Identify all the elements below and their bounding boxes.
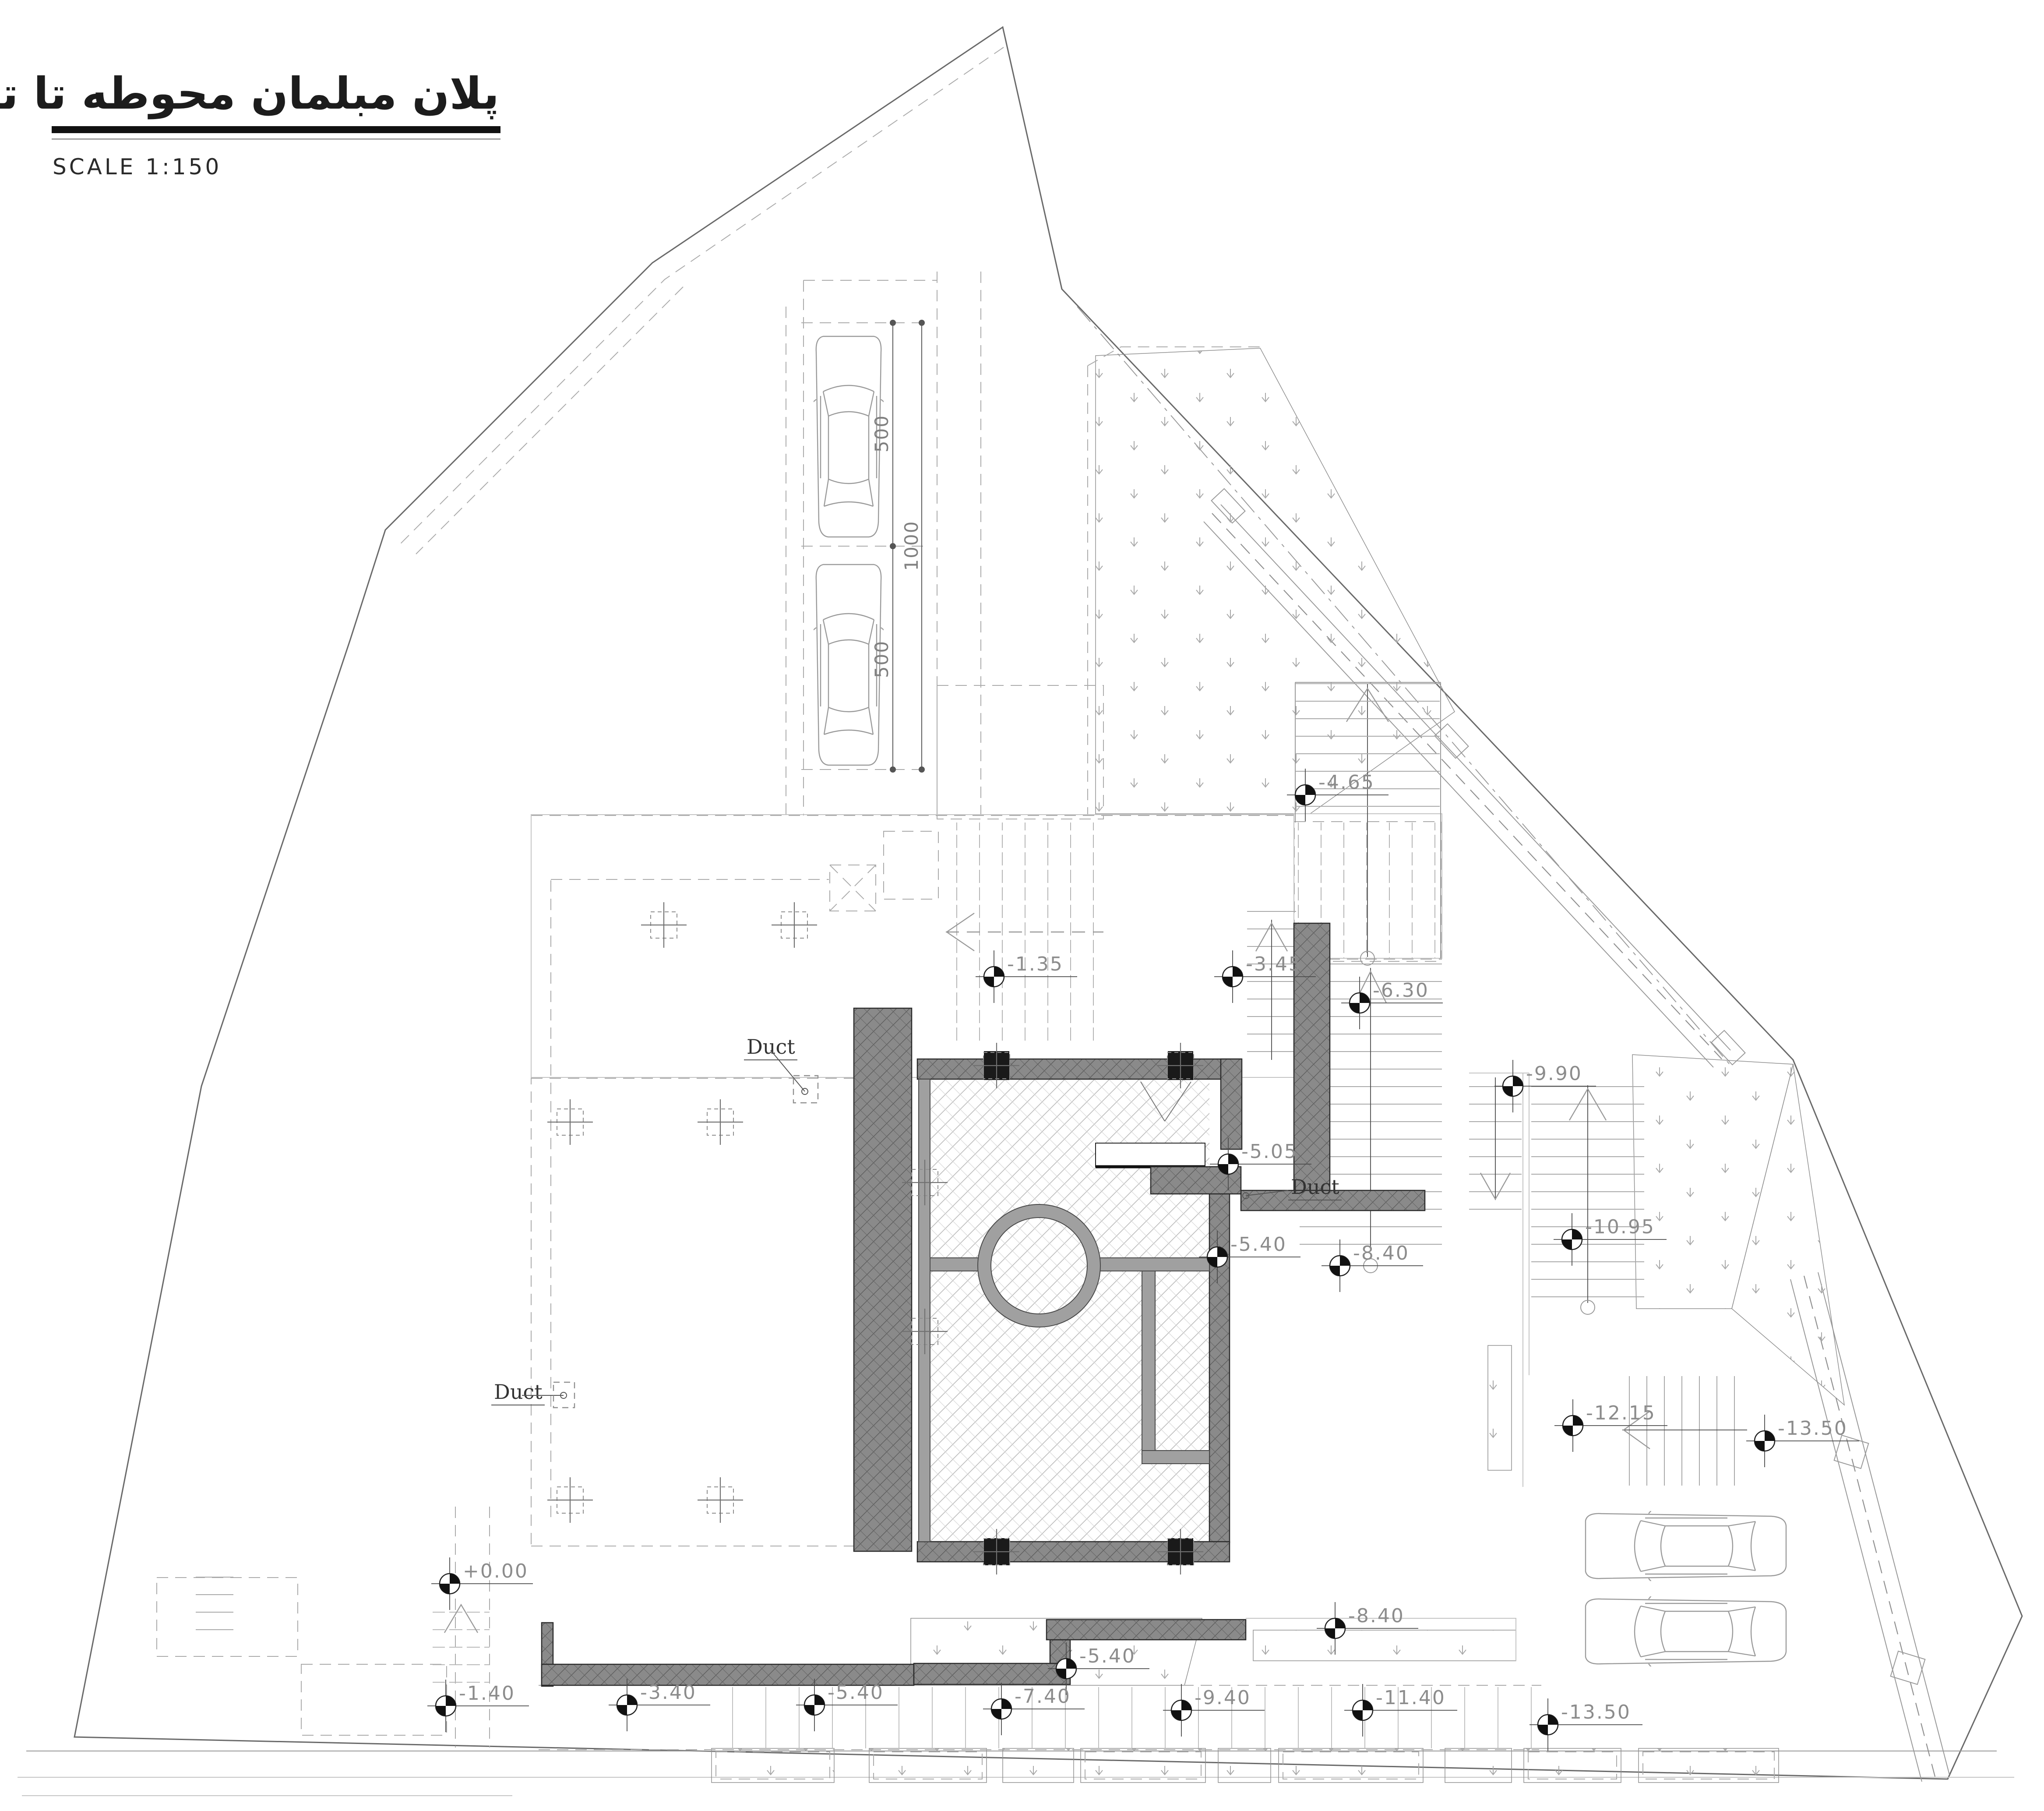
elevation-value: -6.30 <box>1373 979 1429 1002</box>
elevation-value: -13.50 <box>1561 1701 1631 1723</box>
elevation-marker: -9.90 <box>1494 1060 1596 1112</box>
wall-l-horizontal <box>541 1663 915 1686</box>
elevation-marker: +0.00 <box>431 1557 533 1610</box>
parking-top <box>801 320 928 773</box>
elevation-marker: -4.65 <box>1287 769 1389 821</box>
dimension-value: 500 <box>871 415 892 452</box>
elevation-marker: -1.35 <box>976 950 1077 1003</box>
elevation-value: -13.50 <box>1778 1417 1848 1440</box>
stairs-left-edge <box>196 1576 233 1641</box>
stairs-lower-right <box>1620 1376 1747 1486</box>
svg-text:Duct: Duct <box>494 1380 543 1404</box>
duct-shelf <box>1095 1143 1205 1167</box>
title-block: پلان مبلمان محوطه تا تراز زیر استخر SCAL… <box>0 68 500 180</box>
stairs-bottom-left <box>433 1602 490 1687</box>
elevation-marker: -5.05 <box>1210 1138 1311 1190</box>
elevation-value: -4.65 <box>1318 771 1375 794</box>
elevation-value: -5.05 <box>1241 1140 1298 1163</box>
elevation-marker: -5.40 <box>1048 1642 1149 1695</box>
svg-text:Duct: Duct <box>747 1035 795 1059</box>
dimension-value: 500 <box>871 640 892 678</box>
stairs-top-right <box>1295 682 1440 822</box>
elevation-marker: -8.40 <box>1322 1239 1423 1292</box>
wall-step-b <box>1046 1619 1247 1641</box>
elevation-marker: -7.40 <box>983 1683 1085 1735</box>
pool-circle <box>977 1204 1101 1327</box>
elevation-marker: -13.50 <box>1529 1698 1642 1751</box>
dimension-value: 1000 <box>901 521 922 571</box>
grass-strip-right <box>1487 1345 1512 1471</box>
duct-label: Duct <box>744 1035 819 1104</box>
elevation-value: +0.00 <box>463 1560 529 1582</box>
elevation-marker: -6.30 <box>1341 977 1443 1029</box>
elevation-value: -5.40 <box>1230 1233 1287 1256</box>
elevation-value: -8.40 <box>1353 1242 1410 1264</box>
dimension-labels-layer: 500 1000 500 <box>871 415 922 678</box>
title-underline-thin <box>52 138 500 140</box>
elevation-marker: -3.40 <box>609 1679 710 1731</box>
elevation-value: -12.15 <box>1586 1402 1656 1424</box>
grass-band-mid <box>1253 1630 1516 1661</box>
scale-label: SCALE 1:150 <box>53 154 222 180</box>
elevation-value: -5.40 <box>828 1681 884 1704</box>
elevation-marker: -5.40 <box>796 1679 898 1731</box>
wall-pier-right <box>1293 922 1331 1211</box>
elevation-marker: -10.95 <box>1554 1213 1667 1266</box>
dimension-lines <box>890 320 925 773</box>
elevation-value: -9.40 <box>1195 1687 1251 1709</box>
elevation-marker: -8.40 <box>1317 1602 1418 1655</box>
wall-right-lower <box>1209 1166 1230 1543</box>
duct-label: Duct <box>1242 1175 1342 1200</box>
title-underline <box>52 126 500 133</box>
wall-step-a <box>913 1663 1071 1685</box>
elevation-value: -11.40 <box>1376 1687 1446 1709</box>
door-swing <box>1140 1081 1191 1122</box>
elevation-marker: -9.40 <box>1163 1684 1265 1737</box>
elevation-value: -1.40 <box>459 1682 515 1705</box>
elevation-marker: -12.15 <box>1554 1399 1667 1452</box>
grass-area-right-sliver <box>1731 1064 1845 1406</box>
svg-text:Duct: Duct <box>1291 1175 1339 1199</box>
ramp-bottom-walk <box>714 1687 1537 1748</box>
drawing-title: پلان مبلمان محوطه تا تراز زیر استخر <box>0 68 499 120</box>
elevation-marker: -5.40 <box>1199 1231 1300 1283</box>
elevation-value: -8.40 <box>1348 1605 1405 1627</box>
elevation-value: -10.95 <box>1585 1216 1655 1238</box>
elevation-value: -9.90 <box>1526 1063 1582 1085</box>
elevation-value: -5.40 <box>1079 1645 1136 1667</box>
elevation-value: -3.45 <box>1246 953 1302 975</box>
pool-building <box>541 922 1426 1687</box>
elevation-marker: -1.40 <box>427 1680 529 1732</box>
wall-left-slab <box>853 1007 913 1552</box>
elevation-marker: -13.50 <box>1746 1415 1859 1467</box>
elevation-value: -3.40 <box>640 1681 697 1704</box>
wall-right-upper <box>1220 1058 1243 1150</box>
elevation-value: -7.40 <box>1015 1685 1071 1708</box>
elevation-marker: -3.45 <box>1214 950 1316 1003</box>
elevation-marker: -11.40 <box>1344 1684 1457 1737</box>
elevation-value: -1.35 <box>1007 953 1064 975</box>
bottom-planters <box>711 1748 1779 1783</box>
duct-label: Duct <box>491 1380 575 1409</box>
elevation-markers-layer: -4.65 -1.35 -3.45 -6.30 -9.90 -5.05 -10.95 -5.4… <box>427 769 1859 1751</box>
